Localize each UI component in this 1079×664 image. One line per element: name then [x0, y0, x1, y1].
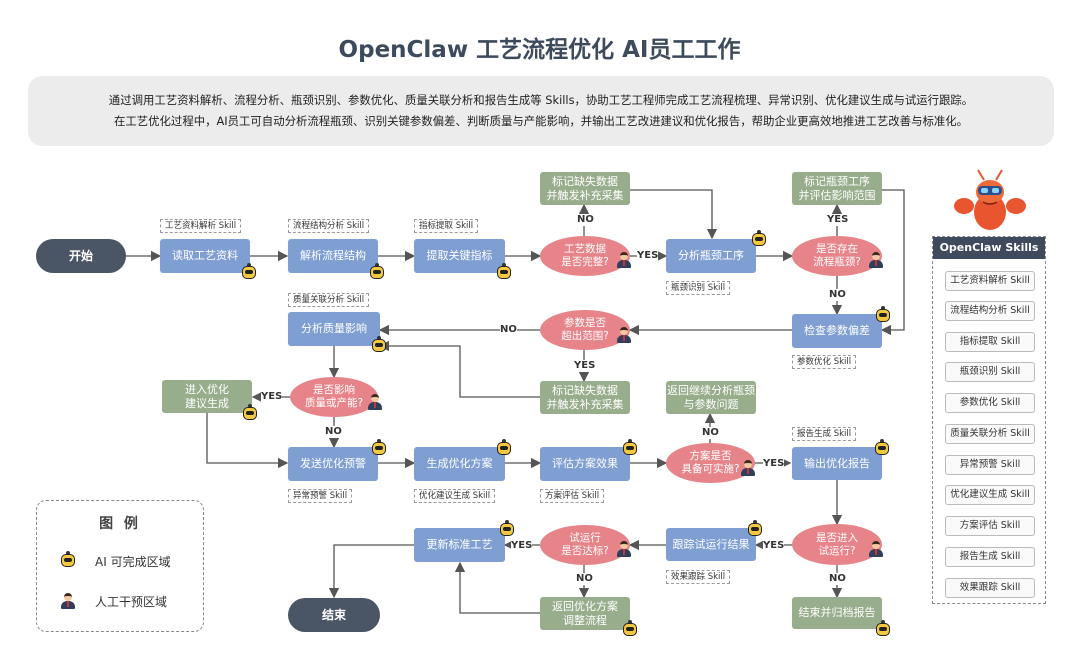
mark-missing-top-node: 标记缺失数据 并触发补充采集: [540, 172, 630, 205]
edge-label-no: NO: [702, 427, 719, 439]
plan-feasible-decision: 方案是否 具备可实施?: [666, 443, 755, 483]
mark-missing-mid-node: 标记缺失数据 并触发补充采集: [540, 381, 630, 414]
skill-tag-parse-flow: 流程结构分析 Skill: [288, 219, 370, 233]
skills-panel-item: 流程结构分析 Skill: [945, 301, 1035, 321]
ai-robot-icon: [876, 620, 890, 636]
mark-bottleneck-node: 标记瓶颈工序 并评估影响范围: [792, 172, 882, 205]
ai-robot-icon: [370, 263, 384, 279]
skill-tag-extract-metrics: 指标提取 Skill: [414, 219, 479, 233]
edge-label-no: NO: [577, 214, 594, 226]
skill-tag-analyze-quality: 质量关联分析 Skill: [288, 293, 370, 307]
return-plan-node: 返回继续分析瓶颈 与参数问题: [666, 381, 756, 414]
eval-effect-node: 评估方案效果: [540, 447, 630, 481]
intro-line-1: 通过调用工艺资料解析、流程分析、瓶颈识别、参数优化、质量关联分析和报告生成等 S…: [108, 93, 974, 107]
skills-panel-item: 效果跟踪 Skill: [945, 578, 1035, 598]
edge-label-yes: YES: [637, 250, 659, 262]
enter-trial-decision: 是否进入 试运行?: [792, 524, 882, 565]
skills-panel-title: OpenClaw Skills: [933, 237, 1045, 259]
intro-box: 通过调用工艺资料解析、流程分析、瓶颈识别、参数优化、质量关联分析和报告生成等 S…: [28, 76, 1054, 146]
edge-label-yes: YES: [261, 391, 283, 403]
openclaw-lobster-mascot-icon: [954, 169, 1026, 230]
human-operator-icon: [869, 541, 883, 557]
edge-label-yes: YES: [763, 540, 785, 552]
page-title: OpenClaw 工艺流程优化 AI员工工作: [338, 37, 741, 63]
ai-robot-icon: [752, 230, 766, 246]
end-node: 结束: [288, 598, 380, 632]
edge-label-no: NO: [576, 573, 593, 585]
track-trial-node: 跟踪试运行结果: [666, 528, 756, 561]
return-adjust-node: 返回优化方案 调整流程: [540, 597, 630, 630]
human-operator-icon: [617, 252, 631, 268]
ai-robot-icon: [61, 551, 77, 569]
ai-robot-icon: [500, 520, 514, 536]
end-report-node: 结束并归档报告: [792, 597, 882, 629]
edge-label-no: NO: [829, 289, 846, 301]
skill-tag-check-params: 参数优化 Skill: [792, 355, 857, 369]
ai-robot-icon: [242, 263, 256, 279]
edge-label-yes: YES: [511, 540, 533, 552]
skill-tag-issue-warning: 异常预警 Skill: [288, 489, 353, 503]
skills-panel-item: 瓶颈识别 Skill: [945, 362, 1035, 382]
ai-robot-icon: [748, 520, 762, 536]
skill-tag-gen-plan: 优化建议生成 Skill: [414, 489, 496, 503]
legend-human-label: 人工干预区域: [95, 595, 168, 609]
parse-flow-node: 解析流程结构: [288, 239, 378, 273]
enter-optimize-node: 进入优化 建议生成: [162, 380, 252, 413]
skills-panel-item: 参数优化 Skill: [945, 393, 1035, 413]
ai-robot-icon: [372, 336, 386, 352]
extract-metrics-node: 提取关键指标: [414, 239, 505, 273]
update-std-node: 更新标准工艺: [414, 528, 505, 562]
human-operator-icon: [869, 252, 883, 268]
issue-warning-node: 发送优化预警: [288, 447, 378, 481]
skills-panel-item: 方案评估 Skill: [945, 516, 1035, 536]
analyze-bottleneck-node: 分析瓶颈工序: [666, 239, 756, 273]
params-range-decision: 参数是否 超出范围?: [540, 310, 630, 350]
skill-tag-eval-effect: 方案评估 Skill: [540, 489, 605, 503]
ai-robot-icon: [372, 439, 386, 455]
skills-panel: OpenClaw Skills 工艺资料解析 Skill 流程结构分析 Skil…: [932, 236, 1046, 604]
skills-panel-item: 指标提取 Skill: [945, 332, 1035, 352]
edge-label-yes: YES: [827, 214, 849, 226]
edge-label-yes: YES: [763, 458, 785, 470]
skill-tag-output-report: 报告生成 Skill: [792, 427, 857, 441]
human-operator-icon: [617, 541, 631, 557]
edge-label-no: NO: [829, 573, 846, 585]
gen-plan-node: 生成优化方案: [414, 447, 505, 481]
check-params-node: 检查参数偏差: [792, 314, 882, 348]
ai-robot-icon: [875, 439, 889, 455]
trial-ok-decision: 试运行 是否达标?: [540, 525, 630, 565]
edge-label-no: NO: [500, 324, 517, 336]
skills-panel-item: 异常预警 Skill: [945, 455, 1035, 475]
ai-robot-icon: [497, 439, 511, 455]
skills-panel-item: 工艺资料解析 Skill: [945, 271, 1035, 291]
legend-box: 图 例 AI 可完成区域 人工干预区域: [36, 500, 204, 632]
skills-panel-item: 质量关联分析 Skill: [945, 424, 1035, 444]
edge-label-no: NO: [325, 426, 342, 438]
edge-label-yes: YES: [574, 360, 596, 372]
human-operator-icon: [368, 394, 382, 410]
legend-ai-label: AI 可完成区域: [95, 555, 171, 569]
has-bottleneck-decision: 是否存在 流程瓶颈?: [792, 236, 882, 276]
data-complete-decision: 工艺数据 是否完整?: [540, 236, 630, 276]
ai-robot-icon: [876, 306, 890, 322]
skill-tag-read-docs: 工艺资料解析 Skill: [160, 219, 242, 233]
skill-tag-track-trial: 效果跟踪 Skill: [666, 570, 731, 584]
human-operator-icon: [61, 593, 75, 609]
ai-robot-icon: [623, 439, 637, 455]
ai-robot-icon: [623, 620, 637, 636]
output-report-node: 输出优化报告: [792, 447, 882, 480]
read-docs-node: 读取工艺资料: [160, 239, 250, 273]
legend-title: 图 例: [99, 516, 141, 532]
skills-panel-item: 报告生成 Skill: [945, 547, 1035, 567]
ai-robot-icon: [497, 263, 511, 279]
skill-tag-analyze-bottleneck: 瓶颈识别 Skill: [666, 281, 731, 295]
human-operator-icon: [617, 327, 631, 343]
skills-panel-item: 优化建议生成 Skill: [945, 485, 1035, 505]
ai-robot-icon: [243, 404, 257, 420]
analyze-quality-node: 分析质量影响: [288, 312, 380, 346]
start-node: 开始: [36, 239, 126, 273]
quality-capacity-decision: 是否影响 质量或产能?: [290, 377, 378, 417]
intro-line-2: 在工艺优化过程中，AI员工可自动分析流程瓶颈、识别关键参数偏差、判断质量与产能影…: [113, 114, 969, 128]
human-operator-icon: [741, 460, 755, 476]
